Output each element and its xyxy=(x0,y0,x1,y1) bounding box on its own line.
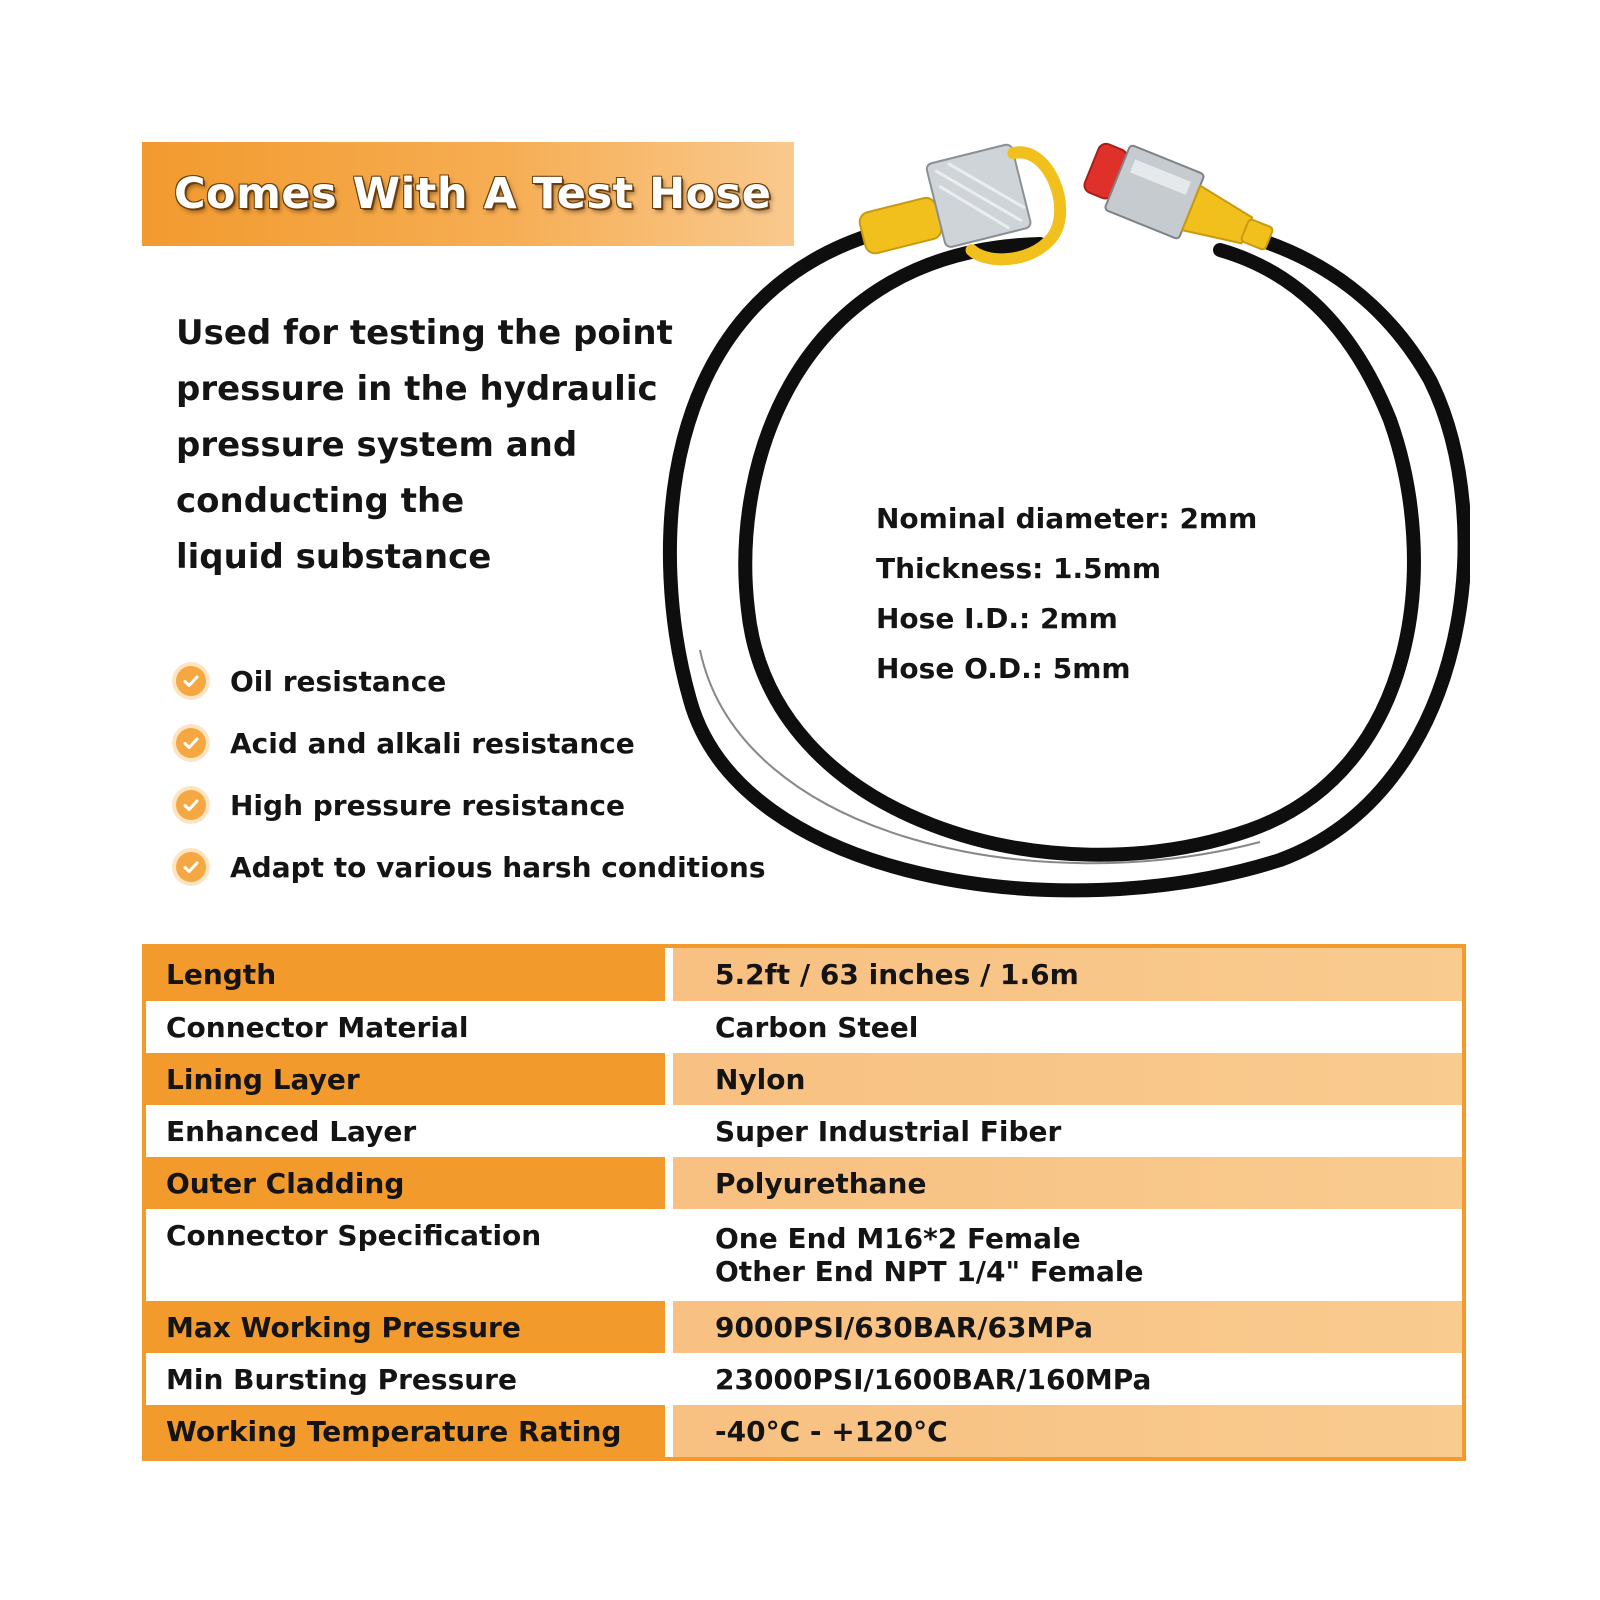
value-line: Polyurethane xyxy=(715,1166,927,1200)
row-value: 5.2ft / 63 inches / 1.6m xyxy=(673,948,1462,1001)
banner-title: Comes With A Test Hose xyxy=(174,169,772,219)
feature-label: Adapt to various harsh conditions xyxy=(230,850,766,884)
intro-line: conducting the xyxy=(176,481,465,521)
check-circle-icon xyxy=(176,790,206,820)
feature-item: Adapt to various harsh conditions xyxy=(176,836,766,898)
hydraulic-test-hose-image xyxy=(662,142,1470,898)
feature-label: Oil resistance xyxy=(230,664,447,698)
check-circle-icon xyxy=(176,666,206,696)
value-line: 9000PSI/630BAR/63MPa xyxy=(715,1310,1093,1344)
table-row: Outer Cladding Polyurethane xyxy=(146,1157,1462,1209)
intro-line: liquid substance xyxy=(176,537,492,577)
check-circle-icon xyxy=(176,728,206,758)
hose-loop-outer xyxy=(662,225,1470,898)
value-line: One End M16*2 Female xyxy=(715,1222,1081,1255)
check-circle-icon xyxy=(176,852,206,882)
left-connector xyxy=(858,143,1067,266)
intro-description: Used for testing the point pressure in t… xyxy=(176,305,696,585)
right-connector xyxy=(1083,142,1274,251)
spec-line: Thickness: 1.5mm xyxy=(876,552,1162,585)
feature-item: Acid and alkali resistance xyxy=(176,712,766,774)
spec-line: Hose O.D.: 5mm xyxy=(876,652,1131,685)
title-banner: Comes With A Test Hose xyxy=(142,142,794,246)
hose-highlight xyxy=(699,649,1261,865)
row-label: Length xyxy=(146,948,665,1001)
row-value: Super Industrial Fiber xyxy=(673,1105,1462,1157)
spec-line: Hose I.D.: 2mm xyxy=(876,602,1118,635)
row-value: Polyurethane xyxy=(673,1157,1462,1209)
row-value: -40°C - +120°C xyxy=(673,1405,1462,1457)
table-row: Length 5.2ft / 63 inches / 1.6m xyxy=(146,948,1462,1001)
hose-loop-inner xyxy=(738,237,1421,862)
row-label: Enhanced Layer xyxy=(146,1105,665,1157)
table-row: Min Bursting Pressure 23000PSI/1600BAR/1… xyxy=(146,1353,1462,1405)
row-value: 23000PSI/1600BAR/160MPa xyxy=(673,1353,1462,1405)
row-value: Nylon xyxy=(673,1053,1462,1105)
hose-specs: Nominal diameter: 2mm Thickness: 1.5mm H… xyxy=(876,494,1257,694)
feature-item: Oil resistance xyxy=(176,650,766,712)
row-label: Lining Layer xyxy=(146,1053,665,1105)
value-line: -40°C - +120°C xyxy=(715,1414,948,1448)
table-row: Max Working Pressure 9000PSI/630BAR/63MP… xyxy=(146,1301,1462,1353)
row-label: Max Working Pressure xyxy=(146,1301,665,1353)
intro-line: pressure in the hydraulic xyxy=(176,369,658,409)
table-row: Connector Material Carbon Steel xyxy=(146,1001,1462,1053)
feature-item: High pressure resistance xyxy=(176,774,766,836)
feature-list: Oil resistance Acid and alkali resistanc… xyxy=(176,650,766,898)
row-label: Connector Material xyxy=(146,1001,665,1053)
value-line: Super Industrial Fiber xyxy=(715,1114,1062,1148)
intro-line: pressure system and xyxy=(176,425,578,465)
value-line: Nylon xyxy=(715,1062,806,1096)
table-row: Enhanced Layer Super Industrial Fiber xyxy=(146,1105,1462,1157)
feature-label: Acid and alkali resistance xyxy=(230,726,635,760)
table-row: Connector Specification One End M16*2 Fe… xyxy=(146,1209,1462,1301)
spec-line: Nominal diameter: 2mm xyxy=(876,502,1258,535)
value-line: Other End NPT 1/4" Female xyxy=(715,1255,1144,1288)
row-value: 9000PSI/630BAR/63MPa xyxy=(673,1301,1462,1353)
table-row: Lining Layer Nylon xyxy=(146,1053,1462,1105)
table-row: Working Temperature Rating -40°C - +120°… xyxy=(146,1405,1462,1457)
value-line: 5.2ft / 63 inches / 1.6m xyxy=(715,958,1079,991)
row-label: Working Temperature Rating xyxy=(146,1405,665,1457)
value-line: 23000PSI/1600BAR/160MPa xyxy=(715,1362,1152,1396)
intro-line: Used for testing the point xyxy=(176,313,673,353)
row-label: Connector Specification xyxy=(146,1209,665,1301)
row-value: One End M16*2 Female Other End NPT 1/4" … xyxy=(673,1209,1462,1301)
value-line: Carbon Steel xyxy=(715,1010,919,1044)
row-label: Min Bursting Pressure xyxy=(146,1353,665,1405)
feature-label: High pressure resistance xyxy=(230,788,625,822)
row-value: Carbon Steel xyxy=(673,1001,1462,1053)
row-label: Outer Cladding xyxy=(146,1157,665,1209)
spec-table: Length 5.2ft / 63 inches / 1.6m Connecto… xyxy=(142,944,1466,1461)
